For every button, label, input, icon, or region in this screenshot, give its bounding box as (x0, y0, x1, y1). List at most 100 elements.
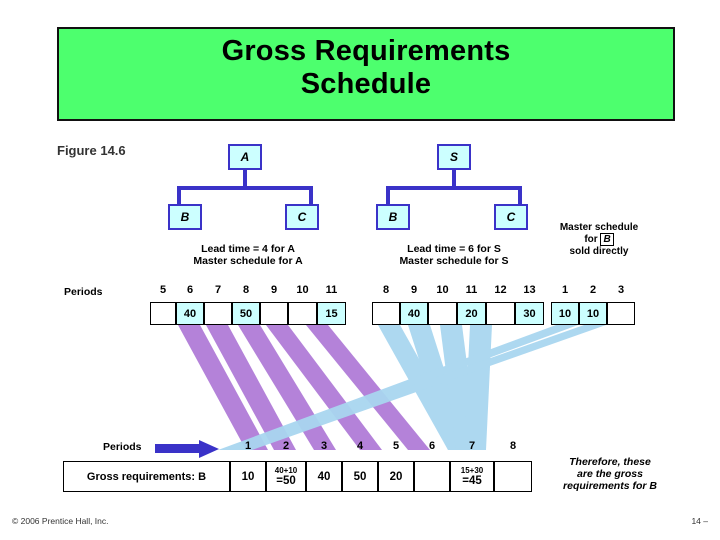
bottom-value-3-main: 50 (353, 470, 367, 483)
note-line1: Therefore, these (569, 456, 651, 468)
page-number-footer: 14 – (691, 516, 708, 526)
bottom-value-6-sup: 15+30 (460, 466, 484, 475)
bottom-value-6: 15+30 =45 (450, 461, 494, 492)
tree-a-vline-top (243, 170, 247, 186)
schedule-s-qty-3: 20 (457, 302, 486, 325)
bottom-value-2: 40 (306, 461, 342, 492)
node-a: A (228, 144, 262, 170)
bottom-value-4-main: 20 (389, 470, 403, 483)
schedule-a-qty-5 (288, 302, 317, 325)
caption-s: Lead time = 6 for S Master schedule for … (342, 243, 566, 267)
tree-a-vline-left (177, 186, 181, 204)
bottom-value-0-main: 10 (241, 470, 255, 483)
bottom-value-0: 10 (230, 461, 266, 492)
bottom-period-5: 6 (428, 440, 436, 452)
bottom-value-5 (414, 461, 450, 492)
schedule-s-qty-1: 40 (400, 302, 428, 325)
schedule-s-qty-4 (486, 302, 515, 325)
bottom-value-2-main: 40 (317, 470, 331, 483)
tree-a-vline-right (309, 186, 313, 204)
master-direct-caption: Master schedule for B sold directly (536, 222, 662, 257)
bottom-period-row: 1 2 3 4 5 6 7 8 (230, 437, 532, 455)
schedule-a-period-6: 11 (325, 283, 338, 296)
schedule-s-period-3: 11 (465, 283, 478, 296)
node-s-child-c: C (494, 204, 528, 230)
schedule-direct-period-row: 1 2 3 (551, 280, 635, 299)
bottom-value-1-main: =50 (276, 475, 296, 487)
schedule-a-qty-row: 40 50 15 (150, 302, 346, 325)
title-banner: Gross Requirements Schedule (57, 27, 675, 121)
bottom-period-3: 4 (356, 440, 364, 452)
schedule-s-qty-5: 30 (515, 302, 544, 325)
schedule-a-period-4: 9 (270, 283, 278, 296)
bottom-value-4: 20 (378, 461, 414, 492)
note-line2: are the gross (577, 468, 643, 480)
schedule-direct-qty-2 (607, 302, 635, 325)
schedule-s-period-row: 8 9 10 11 12 13 (372, 280, 544, 299)
bottom-period-2: 3 (320, 440, 328, 452)
caption-a-line1: Lead time = 4 for A (201, 243, 295, 255)
caption-s-line2: Master schedule for S (399, 255, 509, 267)
schedule-a-qty-4 (260, 302, 288, 325)
master-direct-line1: Master schedule (559, 222, 639, 233)
schedule-direct-period-2: 3 (617, 283, 625, 296)
schedule-a-period-5: 10 (296, 283, 309, 296)
gross-requirements-label: Gross requirements: B (63, 461, 230, 492)
schedule-s-period-1: 9 (410, 283, 418, 296)
figure-label: Figure 14.6 (57, 143, 126, 158)
tree-s-vline-left (386, 186, 390, 204)
bottom-value-7 (494, 461, 532, 492)
schedule-s-period-5: 13 (523, 283, 536, 296)
schedule-s-period-0: 8 (382, 283, 390, 296)
periods-arrow-icon (155, 440, 219, 458)
schedule-direct-qty-0: 10 (551, 302, 579, 325)
schedule-direct-period-1: 2 (589, 283, 597, 296)
schedule-a-qty-6: 15 (317, 302, 346, 325)
gross-requirements-note: Therefore, these are the gross requireme… (530, 456, 690, 492)
schedule-a-qty-0 (150, 302, 176, 325)
master-direct-line3: sold directly (569, 246, 629, 257)
bottom-period-0: 1 (244, 440, 252, 452)
bottom-value-6-main: =45 (462, 475, 482, 487)
bottom-period-1: 2 (282, 440, 290, 452)
bottom-values-row: 10 40+10 =50 40 50 20 15+30 =45 (230, 461, 532, 492)
master-direct-item: B (600, 233, 614, 246)
node-s-child-b: B (376, 204, 410, 230)
node-a-child-c: C (285, 204, 319, 230)
schedule-a-period-3: 8 (242, 283, 250, 296)
tree-s-vline-right (518, 186, 522, 204)
bottom-period-6: 7 (468, 440, 476, 452)
master-direct-line2-prefix: for (584, 234, 598, 245)
title-line-1: Gross Requirements (221, 35, 511, 67)
schedule-a-qty-2 (204, 302, 232, 325)
schedule-direct-period-0: 1 (561, 283, 569, 296)
schedule-direct-qty-row: 10 10 (551, 302, 635, 325)
schedule-s-qty-row: 40 20 30 (372, 302, 544, 325)
schedule-a-period-row: 5 6 7 8 9 10 11 (150, 280, 346, 299)
caption-a-line2: Master schedule for A (193, 255, 303, 267)
schedule-a-period-1: 6 (186, 283, 194, 296)
schedule-s-period-4: 12 (494, 283, 507, 296)
title-line-2: Schedule (300, 68, 432, 100)
bottom-value-3: 50 (342, 461, 378, 492)
bottom-value-1-sup: 40+10 (274, 466, 298, 475)
schedule-a-period-2: 7 (214, 283, 222, 296)
schedule-direct-qty-1: 10 (579, 302, 607, 325)
schedule-a-qty-1: 40 (176, 302, 204, 325)
bottom-period-4: 5 (392, 440, 400, 452)
tree-s-vline-top (452, 170, 456, 186)
schedule-s-period-2: 10 (436, 283, 449, 296)
bottom-value-1: 40+10 =50 (266, 461, 306, 492)
copyright-footer: © 2006 Prentice Hall, Inc. (12, 516, 109, 526)
node-s: S (437, 144, 471, 170)
caption-s-line1: Lead time = 6 for S (407, 243, 501, 255)
schedule-a-qty-3: 50 (232, 302, 260, 325)
bottom-period-7: 8 (509, 440, 517, 452)
tree-s-hline (386, 186, 522, 190)
periods-label-upper: Periods (64, 286, 103, 298)
node-a-child-b: B (168, 204, 202, 230)
page-title: Gross Requirements Schedule (59, 35, 673, 101)
tree-a-hline (177, 186, 313, 190)
schedule-s-qty-2 (428, 302, 457, 325)
